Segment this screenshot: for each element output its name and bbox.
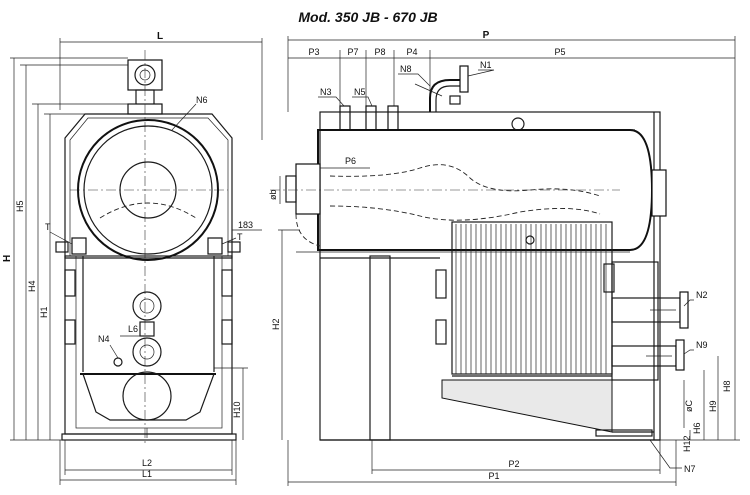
dim-H4: H4 — [27, 280, 37, 292]
dim-T-left: T — [45, 222, 51, 232]
dim-P4: P4 — [406, 47, 417, 57]
tube-bundle — [455, 224, 607, 374]
dim-H: H — [2, 255, 13, 262]
dim-H8: H8 — [722, 380, 732, 392]
label-N7: N7 — [684, 464, 696, 474]
dim-L: L — [157, 31, 163, 42]
dim-H6: H6 — [692, 422, 702, 434]
dim-P1: P1 — [488, 471, 499, 481]
dim-H9: H9 — [708, 400, 718, 412]
dim-H12: H12 — [682, 435, 692, 452]
label-N1: N1 — [480, 60, 492, 70]
dim-P: P — [483, 30, 490, 41]
label-N4: N4 — [98, 334, 110, 344]
side-view: P P3 P7 P8 P4 P5 N8 N1 N3 N5 — [268, 30, 740, 486]
dim-phi-C: øC — [684, 400, 694, 412]
dim-T-right: T — [237, 232, 243, 242]
label-N8: N8 — [400, 64, 412, 74]
dim-P7: P7 — [347, 47, 358, 57]
label-N6: N6 — [196, 95, 208, 105]
dim-phi-b: øb — [268, 189, 278, 200]
dim-P6: P6 — [345, 156, 356, 166]
dim-L2: L2 — [142, 458, 152, 468]
dim-183: 183 — [238, 220, 253, 230]
dim-L6: L6 — [128, 324, 138, 334]
dim-P5: P5 — [554, 47, 565, 57]
ash-hopper — [441, 379, 613, 433]
label-N3: N3 — [320, 87, 332, 97]
dim-H10: H10 — [232, 401, 242, 418]
dim-L1: L1 — [142, 469, 152, 479]
dim-H2: H2 — [271, 318, 281, 330]
dim-H5: H5 — [15, 200, 25, 212]
dim-P8: P8 — [374, 47, 385, 57]
label-N9: N9 — [696, 340, 708, 350]
dim-P2: P2 — [508, 459, 519, 469]
label-N2: N2 — [696, 290, 708, 300]
drawing-title: Mod. 350 JB - 670 JB — [298, 9, 437, 25]
dim-H1: H1 — [39, 306, 49, 318]
front-view: L T T 183 — [2, 31, 263, 485]
label-N5: N5 — [354, 87, 366, 97]
burner-flange — [295, 163, 321, 215]
dim-P3: P3 — [308, 47, 319, 57]
